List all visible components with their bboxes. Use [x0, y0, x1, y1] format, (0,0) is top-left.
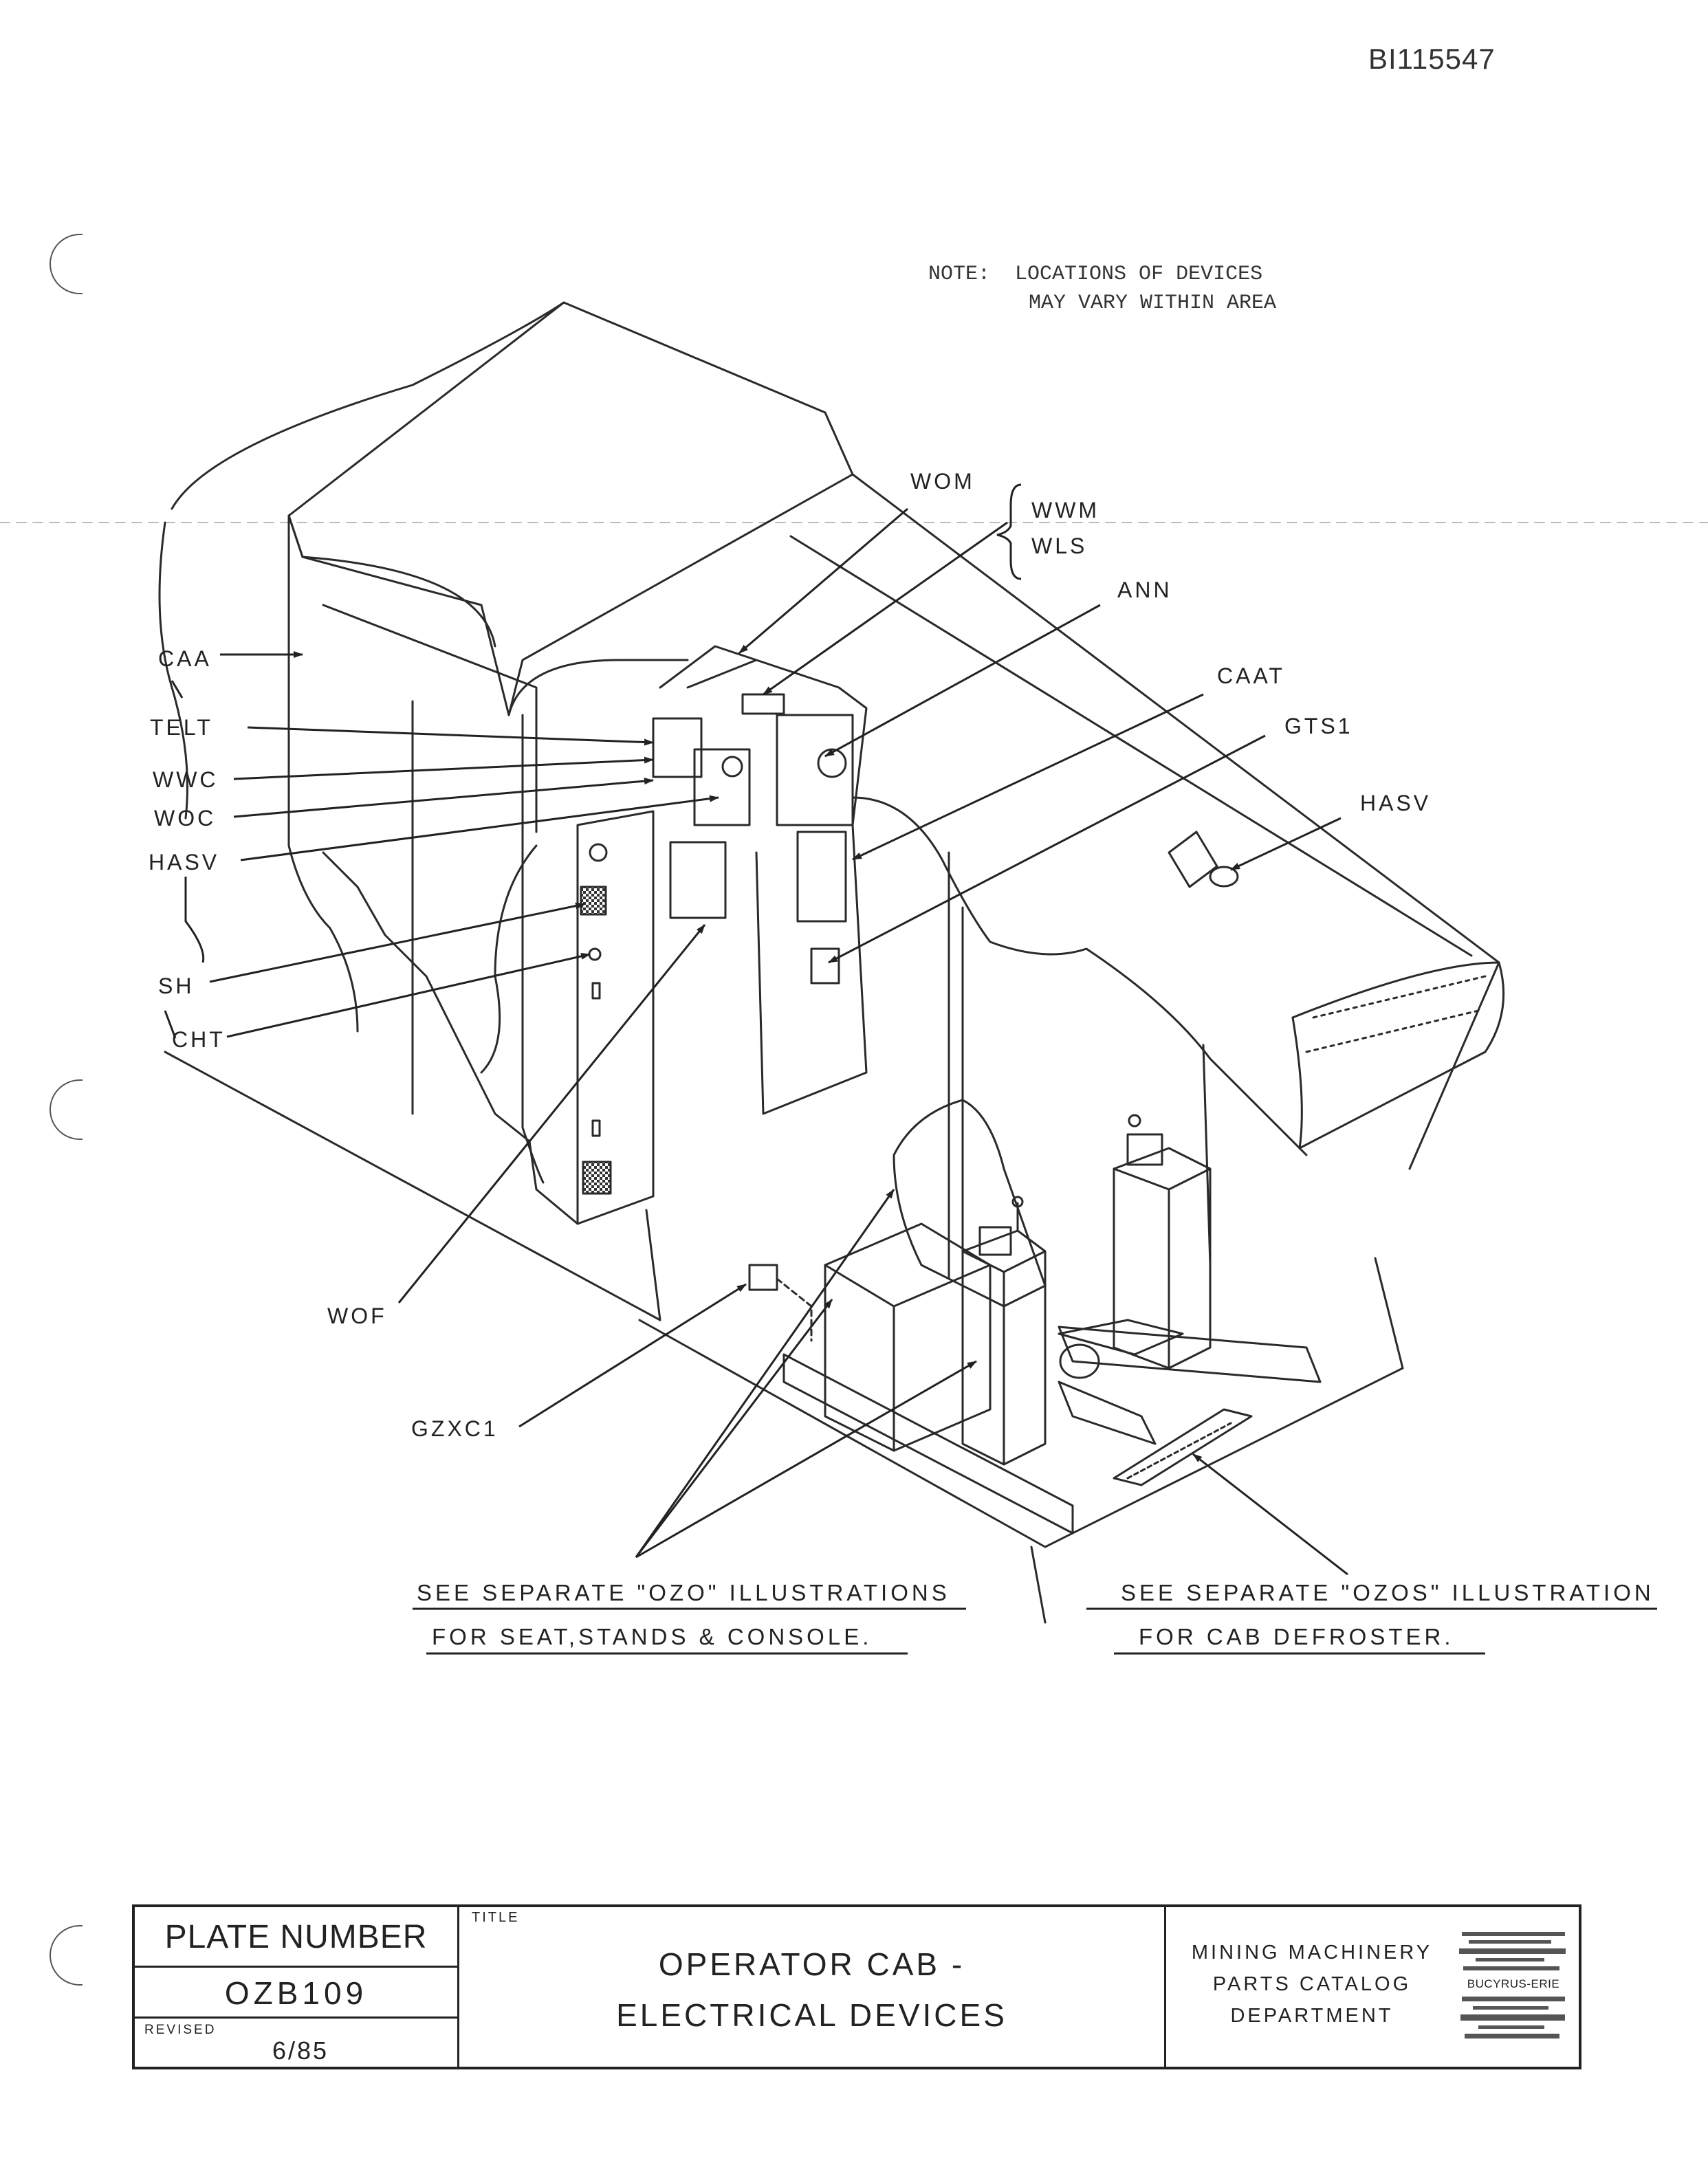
ozos-reference-line-1: SEE SEPARATE "OZOS" ILLUSTRATION [1121, 1580, 1654, 1605]
label-woc: WOC [154, 806, 217, 831]
label-wom: WOM [910, 469, 975, 494]
note-line-2: MAY VARY WITHIN AREA [1029, 292, 1277, 315]
note-prefix: NOTE: [928, 263, 991, 286]
label-wwm: WWM [1031, 498, 1100, 523]
label-ann: ANN [1117, 578, 1172, 602]
title-cell: TITLE OPERATOR CAB - ELECTRICAL DEVICES [459, 1907, 1166, 2069]
ozo-reference-line-2: FOR SEAT,STANDS & CONSOLE. [432, 1624, 873, 1649]
title-block: PLATE NUMBER OZB109 REVISED 6/85 TITLE O… [132, 1904, 1581, 2069]
label-cht: CHT [172, 1027, 226, 1052]
location-note: NOTE: LOCATIONS OF DEVICES MAY VARY WITH… [928, 260, 1276, 318]
revised-cell: REVISED 6/85 [135, 2019, 459, 2069]
label-gts1: GTS1 [1284, 714, 1353, 738]
label-caat: CAAT [1217, 663, 1285, 688]
label-wls: WLS [1031, 534, 1088, 558]
logo-text: BUCYRUS-ERIE [1467, 1977, 1560, 1990]
plate-number-label: PLATE NUMBER [135, 1907, 459, 1968]
label-sh: SH [158, 974, 195, 998]
label-hasv-left: HASV [149, 850, 220, 875]
label-wwc: WWC [153, 767, 219, 792]
bucyrus-erie-logo: BUCYRUS-ERIE [1455, 1926, 1572, 2050]
label-caa: CAA [158, 646, 212, 671]
note-line-1: LOCATIONS OF DEVICES [1015, 263, 1263, 286]
ozos-reference-line-2: FOR CAB DEFROSTER. [1139, 1624, 1454, 1649]
label-gzxc1: GZXC1 [411, 1416, 499, 1441]
department-line-2: PARTS CATALOG [1212, 1973, 1412, 1995]
document-id: BI115547 [1368, 43, 1496, 75]
label-hasv-right: HASV [1360, 791, 1432, 815]
title-line-1: OPERATOR CAB - [658, 1946, 965, 1982]
department-line-3: DEPARTMENT [1230, 2005, 1394, 2027]
plate-number: OZB109 [135, 1968, 459, 2019]
label-telt: TELT [150, 715, 213, 740]
title-label: TITLE [472, 1910, 520, 1925]
ozo-reference-line-1: SEE SEPARATE "OZO" ILLUSTRATIONS [417, 1580, 950, 1605]
revised-label: REVISED [144, 2023, 217, 2037]
department-line-1: MINING MACHINERY [1191, 1942, 1433, 1964]
revised-date: 6/85 [272, 2036, 329, 2065]
label-wof: WOF [327, 1304, 387, 1328]
logo-texture-icon [1459, 1932, 1566, 2038]
title-line-2: ELECTRICAL DEVICES [616, 1997, 1007, 2033]
department-cell: MINING MACHINERY PARTS CATALOG DEPARTMEN… [1166, 1907, 1579, 2069]
